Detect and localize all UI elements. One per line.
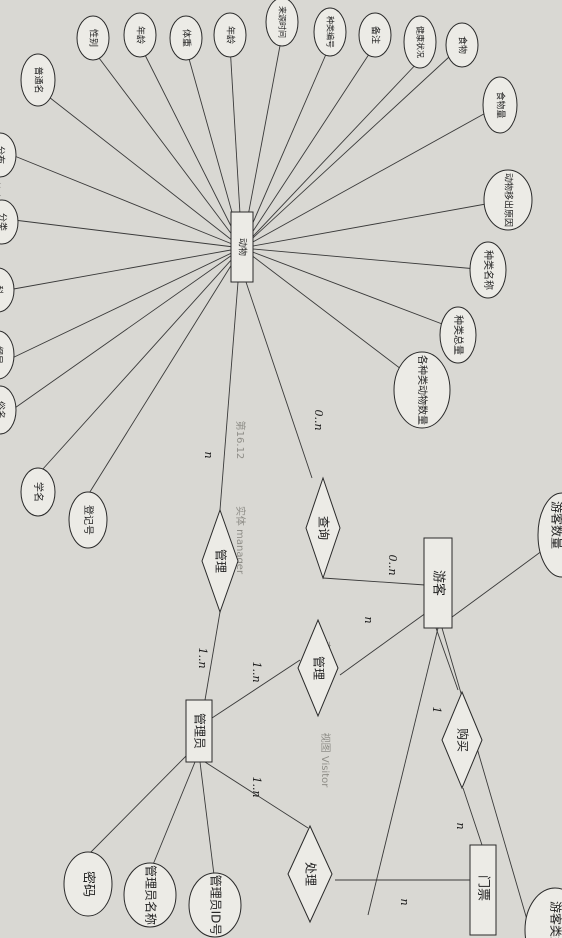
cardinality-label: n: [202, 451, 215, 458]
cardinality-label: 0..n: [386, 554, 399, 575]
svg-text:密码: 密码: [81, 871, 97, 897]
background-text: 视图 Visitor: [319, 733, 332, 789]
svg-text:繁殖: 繁殖: [0, 182, 2, 198]
svg-text:各种类动物数量: 各种类动物数量: [416, 355, 429, 425]
attr-species-total: 种类总量: [439, 306, 477, 364]
svg-text:濒危等级: 濒危等级: [8, 136, 17, 164]
background-text: 第16.12: [234, 421, 247, 460]
attr-removal-reason: 动物移出原因: [483, 169, 533, 231]
attr-source-time: 来源时间: [265, 0, 299, 47]
admin-attribute-lines: [87, 749, 216, 884]
relationship-manage-animal-label: 管理: [214, 549, 229, 573]
svg-text:食物量: 食物量: [495, 91, 507, 118]
svg-text:管理员ID号: 管理员ID号: [209, 875, 224, 936]
attr-species-name: 种类名称: [469, 241, 507, 299]
attr-admin-name: 管理员名称: [123, 862, 177, 928]
svg-text:游客数量: 游客数量: [550, 501, 562, 549]
attr-password: 密码: [63, 851, 113, 917]
svg-text:学名: 学名: [32, 482, 45, 502]
attr-sex: 性别: [76, 15, 110, 61]
attr-admin-id: 管理员ID号: [188, 872, 242, 938]
attr-age-a: 年龄: [123, 12, 157, 58]
attr-endangered-level: 濒危等级: [8, 136, 17, 164]
svg-text:年龄: 年龄: [225, 26, 237, 44]
svg-text:备注: 备注: [370, 26, 382, 44]
svg-text:种类编号: 种类编号: [326, 16, 336, 48]
entity-ticket[interactable]: 门票: [469, 844, 497, 936]
attr-breeding: 繁殖: [0, 182, 2, 198]
svg-text:性别: 性别: [88, 29, 100, 47]
entity-admin-label: 管理员: [193, 713, 208, 749]
relationship-process[interactable]: 处理: [287, 824, 333, 924]
svg-text:来源时间: 来源时间: [278, 6, 288, 38]
relationship-query[interactable]: 查询: [305, 476, 341, 580]
entity-visitor[interactable]: 游客: [423, 537, 453, 629]
attr-order: 纲目: [0, 330, 15, 380]
attr-weight: 体重: [169, 15, 203, 61]
svg-text:食物: 食物: [457, 36, 469, 54]
relationship-buy[interactable]: 购买: [441, 690, 483, 790]
svg-text:动物移出原因: 动物移出原因: [503, 173, 515, 227]
attr-visitor-type: 游客类型: [524, 887, 562, 938]
cardinality-label: 1..n: [196, 647, 209, 668]
relationship-buy-label: 购买: [456, 728, 471, 752]
entity-ticket-label: 门票: [476, 875, 491, 901]
entity-visitor-label: 游客: [431, 570, 447, 596]
svg-text:分类: 分类: [0, 213, 9, 231]
svg-text:健康状况: 健康状况: [416, 26, 426, 58]
svg-text:年龄: 年龄: [135, 26, 147, 44]
relationship-manage-animal[interactable]: 管理: [201, 508, 239, 614]
attr-species-animal-count: 各种类动物数量: [393, 351, 451, 429]
cardinality-label: 1..n: [250, 661, 263, 682]
cardinality-label: n: [362, 616, 375, 623]
svg-text:科: 科: [0, 285, 5, 294]
relationship-query-label: 查询: [317, 516, 331, 540]
attr-food-amount: 食物量: [482, 76, 518, 134]
animal-attribute-lines: [7, 34, 509, 496]
attr-visitor-count: 游客数量: [537, 492, 562, 578]
cardinality-label: n: [454, 822, 467, 829]
svg-text:种类名称: 种类名称: [482, 250, 495, 290]
attr-ordinary-name: 普通名: [20, 53, 56, 107]
attr-species-number: 种类编号: [313, 7, 347, 57]
relationship-manage-visitor[interactable]: 管理: [297, 618, 339, 718]
svg-text:游客类型: 游客类型: [549, 901, 562, 938]
svg-text:普通名: 普通名: [33, 66, 45, 93]
attr-health: 健康状况: [403, 15, 437, 69]
attr-common-name: 俗名: [0, 385, 17, 435]
attr-registration-number: 登记号: [68, 491, 108, 549]
attr-scientific-name: 学名: [20, 467, 56, 517]
attr-food: 食物: [445, 22, 479, 68]
cardinality-label: 0..n: [312, 409, 325, 430]
attr-classification: 分类: [0, 199, 19, 245]
svg-text:俗名: 俗名: [0, 401, 7, 419]
attr-remark: 备注: [358, 12, 392, 58]
relationship-manage-visitor-label: 管理: [312, 656, 327, 680]
attr-family: 科: [0, 267, 15, 313]
svg-text:纲目: 纲目: [0, 346, 5, 364]
cardinality-label: n: [398, 898, 411, 905]
relationship-lines: [204, 281, 551, 931]
entity-animal-label: 动物: [237, 238, 249, 256]
svg-text:登记号: 登记号: [82, 505, 95, 535]
svg-text:分布: 分布: [0, 146, 7, 164]
attr-age-b: 年龄: [213, 12, 247, 58]
svg-text:种类总量: 种类总量: [452, 315, 465, 355]
cardinality-label: 1: [430, 707, 443, 714]
cardinality-label: 1..n: [250, 776, 263, 797]
attr-distribution: 分布: [0, 132, 17, 178]
relationship-process-label: 处理: [304, 862, 318, 886]
svg-text:体重: 体重: [181, 29, 193, 47]
entity-admin[interactable]: 管理员: [185, 699, 213, 763]
entity-animal[interactable]: 动物: [230, 211, 254, 283]
svg-text:管理员名称: 管理员名称: [144, 865, 159, 925]
